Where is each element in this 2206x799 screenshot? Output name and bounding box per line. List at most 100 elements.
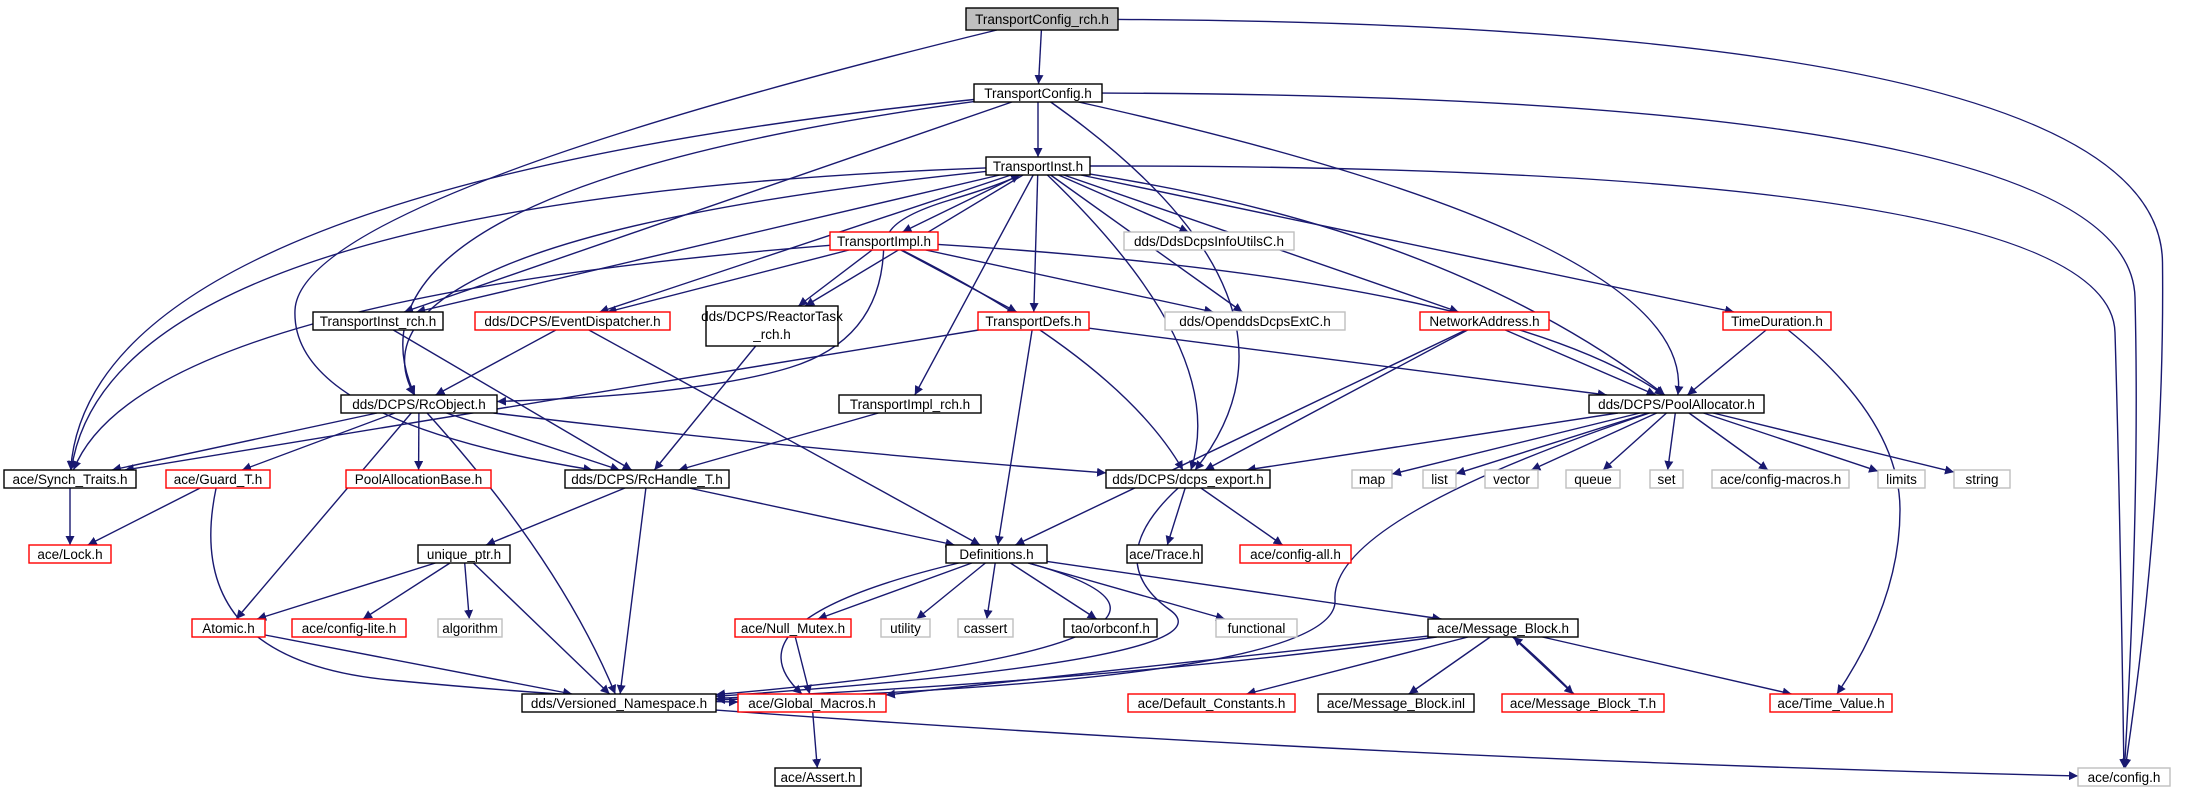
node-Message_Block[interactable]: ace/Message_Block.h [1427, 618, 1579, 638]
node-box [1953, 469, 2011, 489]
node-RcObject[interactable]: dds/DCPS/RcObject.h [340, 394, 498, 414]
edge-TransportDefs-to-Definitions [994, 329, 1033, 546]
edge-PoolAllocator-to-string [1713, 412, 1955, 475]
edge-TransportInst-to-PoolAllocator [1089, 173, 1666, 396]
edge-NetworkAddress-to-dcps_export [1204, 329, 1468, 471]
node-box [1711, 469, 1850, 489]
node-functional: functional [1215, 618, 1298, 638]
node-box [1427, 618, 1579, 638]
edge-Guard_T-to-Global_Macros [210, 487, 739, 707]
edge-TransportImpl-to-TransportInst [888, 174, 1021, 233]
node-unique_ptr[interactable]: unique_ptr.h [417, 544, 511, 564]
edge-RcObject-to-Atomic [235, 412, 412, 620]
edge-TransportImpl-to-RcObject [496, 249, 885, 406]
edge-Definitions-to-cassert [983, 562, 996, 620]
node-Message_Block_inl[interactable]: ace/Message_Block.inl [1317, 693, 1475, 713]
node-box [1215, 618, 1298, 638]
node-Trace[interactable]: ace/Trace.h [1126, 544, 1203, 564]
node-box [1588, 394, 1765, 414]
node-Null_Mutex[interactable]: ace/Null_Mutex.h [734, 618, 852, 638]
node-list: list [1422, 469, 1457, 489]
edge-RcHandle_T-to-Versioned_Namespace [616, 487, 647, 695]
edge-PoolAllocator-to-list [1455, 412, 1649, 476]
node-label: ace/Default_Constants.h [1138, 696, 1286, 711]
node-label: TransportInst.h [993, 159, 1083, 174]
node-config: ace/config.h [2077, 767, 2171, 787]
node-label: dds/DCPS/ReactorTask [701, 309, 843, 324]
edge-Atomic-to-Versioned_Namespace [264, 634, 573, 697]
node-TransportImpl[interactable]: TransportImpl.h [829, 231, 939, 251]
node-TimeDuration[interactable]: TimeDuration.h [1722, 311, 1832, 331]
node-TransportInst[interactable]: TransportInst.h [985, 156, 1091, 176]
node-NetworkAddress[interactable]: NetworkAddress.h [1419, 311, 1550, 331]
edge-TransportImpl-to-dcps_export [901, 249, 1184, 471]
node-label: ace/Time_Value.h [1777, 696, 1884, 711]
node-label: ace/Message_Block.h [1437, 621, 1569, 636]
edge-PoolAllocator-to-vector [1531, 412, 1657, 471]
node-orbconf[interactable]: tao/orbconf.h [1063, 618, 1158, 638]
node-ReactorTask_rch[interactable]: dds/DCPS/ReactorTask_rch.h [701, 305, 843, 347]
node-box [1063, 618, 1158, 638]
node-Versioned_Namespace[interactable]: dds/Versioned_Namespace.h [521, 693, 717, 713]
node-Definitions[interactable]: Definitions.h [945, 544, 1048, 564]
node-cassert: cassert [957, 618, 1014, 638]
edge-TransportConfig-to-TransportInst_rch [403, 101, 1013, 314]
node-TransportImpl_rch[interactable]: TransportImpl_rch.h [838, 394, 982, 414]
node-config_macros: ace/config-macros.h [1711, 469, 1850, 489]
node-label: ace/Synch_Traits.h [12, 472, 127, 487]
node-Default_Constants[interactable]: ace/Default_Constants.h [1127, 693, 1296, 713]
node-dcps_export[interactable]: dds/DCPS/dcps_export.h [1105, 469, 1271, 489]
node-config_lite[interactable]: ace/config-lite.h [291, 618, 407, 638]
node-label: dds/Versioned_Namespace.h [531, 696, 707, 711]
node-label: TransportConfig.h [984, 86, 1092, 101]
node-PoolAllocator[interactable]: dds/DCPS/PoolAllocator.h [1588, 394, 1765, 414]
node-box [774, 767, 862, 787]
node-queue: queue [1565, 469, 1621, 489]
node-label: cassert [964, 621, 1008, 636]
edge-TransportImpl-to-EventDispatcher [607, 249, 850, 315]
node-box [1351, 469, 1393, 489]
node-Synch_Traits[interactable]: ace/Synch_Traits.h [3, 469, 137, 489]
edge-TransportImpl-to-PoolAllocator [937, 243, 1665, 396]
node-Global_Macros[interactable]: ace/Global_Macros.h [737, 693, 887, 713]
node-TransportConfig_rch[interactable]: TransportConfig_rch.h [965, 7, 1119, 31]
node-Guard_T[interactable]: ace/Guard_T.h [165, 469, 271, 489]
node-label: ace/config-all.h [1250, 547, 1341, 562]
node-box [417, 544, 511, 564]
edge-TransportImpl-to-ReactorTask_rch [797, 249, 873, 307]
node-label: TransportInst_rch.h [320, 314, 437, 329]
node-TransportInst_rch[interactable]: TransportInst_rch.h [312, 311, 444, 331]
node-box [1127, 693, 1296, 713]
node-Message_Block_T[interactable]: ace/Message_Block_T.h [1501, 693, 1665, 713]
node-Atomic[interactable]: Atomic.h [191, 618, 266, 638]
edge-TransportImpl-to-TransportDefs [900, 249, 1018, 313]
edge-PoolAllocator-to-set [1664, 412, 1676, 471]
node-box [965, 7, 1119, 31]
node-label: dds/DCPS/dcps_export.h [1112, 472, 1264, 487]
node-Assert[interactable]: ace/Assert.h [774, 767, 862, 787]
node-box [1565, 469, 1621, 489]
node-RcHandle_T[interactable]: dds/DCPS/RcHandle_T.h [564, 469, 730, 489]
node-TransportConfig[interactable]: TransportConfig.h [973, 83, 1103, 103]
node-Time_Value[interactable]: ace/Time_Value.h [1769, 693, 1893, 713]
node-EventDispatcher[interactable]: dds/DCPS/EventDispatcher.h [474, 311, 671, 331]
node-label: Atomic.h [202, 621, 255, 636]
node-box [1126, 544, 1203, 564]
node-box [1484, 469, 1539, 489]
node-label: TransportConfig_rch.h [975, 12, 1109, 27]
node-config_all[interactable]: ace/config-all.h [1239, 544, 1352, 564]
node-box [734, 618, 852, 638]
edge-Message_Block-to-Versioned_Namespace [715, 636, 1437, 703]
node-TransportDefs[interactable]: TransportDefs.h [977, 311, 1090, 331]
node-box [312, 311, 444, 331]
edge-unique_ptr-to-config_lite [362, 562, 451, 620]
node-box [165, 469, 271, 489]
node-label: ace/Null_Mutex.h [741, 621, 845, 636]
node-limits: limits [1877, 469, 1926, 489]
node-Lock[interactable]: ace/Lock.h [28, 544, 112, 564]
node-label: ace/Global_Macros.h [748, 696, 876, 711]
node-PoolAllocationBase[interactable]: PoolAllocationBase.h [345, 469, 492, 489]
node-box [28, 544, 112, 564]
edge-TransportInst_rch-to-RcHandle_T [392, 329, 633, 471]
